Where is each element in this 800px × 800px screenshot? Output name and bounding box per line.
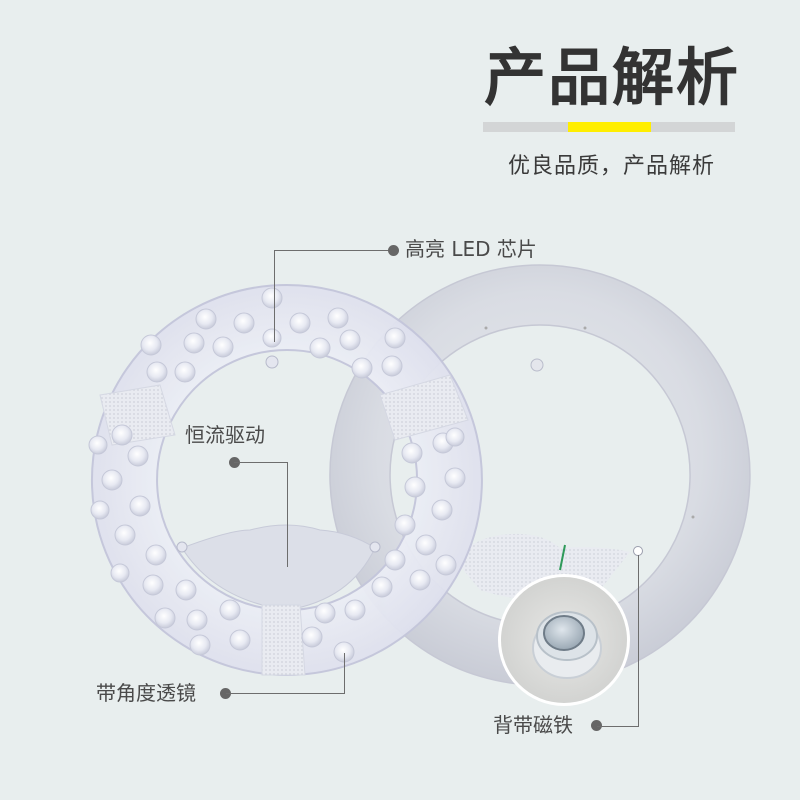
callout-dot-icon xyxy=(220,688,231,699)
leader-line xyxy=(638,555,639,727)
page-title: 产品解析 xyxy=(484,41,741,114)
leader-line xyxy=(597,726,639,727)
magnet-inset-photo xyxy=(498,574,630,706)
callout-label: 带角度透镜 xyxy=(96,681,196,705)
front-led-ring xyxy=(88,284,483,676)
callout-dot-icon xyxy=(388,245,399,256)
callout-label: 高亮 LED 芯片 xyxy=(405,237,537,261)
leader-line xyxy=(344,653,345,694)
title-underline-accent xyxy=(568,122,651,132)
callout-dot-icon xyxy=(591,720,602,731)
leader-line xyxy=(234,462,288,463)
leader-line xyxy=(274,250,394,251)
page-subtitle: 优良品质，产品解析 xyxy=(508,154,716,179)
leader-line xyxy=(274,250,275,342)
leader-line xyxy=(287,462,288,567)
callout-label: 恒流驱动 xyxy=(185,423,265,447)
leader-line xyxy=(226,693,345,694)
callout-label: 背带磁铁 xyxy=(493,713,573,737)
